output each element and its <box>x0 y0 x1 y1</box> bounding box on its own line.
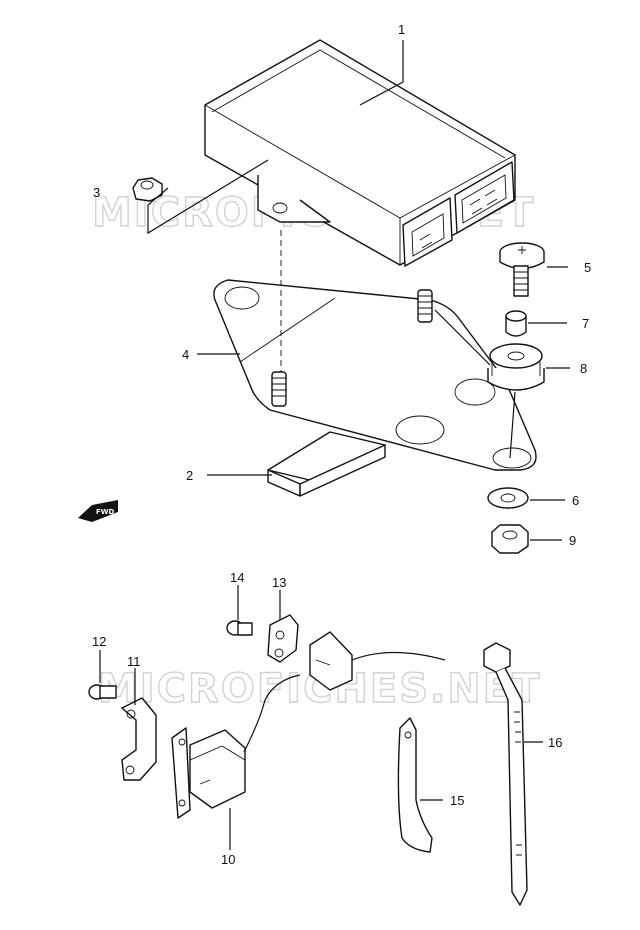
callout-3: 3 <box>93 185 100 200</box>
fwd-arrow: FWD <box>78 500 118 522</box>
guide-line-2 <box>434 309 491 366</box>
callout-7: 7 <box>582 316 589 331</box>
callout-9: 9 <box>569 533 576 548</box>
callout-12: 12 <box>92 634 106 649</box>
fwd-text: FWD <box>96 508 115 516</box>
callout-2: 2 <box>186 468 193 483</box>
guide-line <box>509 391 516 459</box>
callout-1: 1 <box>398 22 405 37</box>
stud-left <box>271 371 287 407</box>
callout-10: 10 <box>221 852 235 867</box>
part-2-cushion <box>267 431 386 497</box>
part-4-bracket <box>213 279 537 471</box>
part-6-washer <box>487 487 529 509</box>
part-13-clamp <box>267 614 299 663</box>
callout-6: 6 <box>572 493 579 508</box>
part-8-grommet <box>487 343 545 391</box>
callout-4: 4 <box>182 347 189 362</box>
part-12-bolt <box>88 684 117 700</box>
part-5-screw <box>499 242 545 297</box>
part-7-collar <box>505 310 527 337</box>
part-11-clamp <box>121 697 157 781</box>
part-15-strap <box>397 717 433 853</box>
callout-13: 13 <box>272 575 286 590</box>
callout-16: 16 <box>548 735 562 750</box>
part-16-cable-tie <box>483 642 528 906</box>
callout-5: 5 <box>584 260 591 275</box>
callout-8: 8 <box>580 361 587 376</box>
part-3-nut <box>132 159 269 235</box>
stud-right <box>417 289 433 323</box>
part-14-bolt <box>226 620 253 636</box>
leader-1 <box>359 40 404 106</box>
part-10-sensor <box>171 631 446 819</box>
callout-15: 15 <box>450 793 464 808</box>
part-9-nut <box>491 524 529 554</box>
callout-14: 14 <box>230 570 244 585</box>
callout-11: 11 <box>127 654 141 669</box>
part-1-control-unit <box>204 39 516 267</box>
